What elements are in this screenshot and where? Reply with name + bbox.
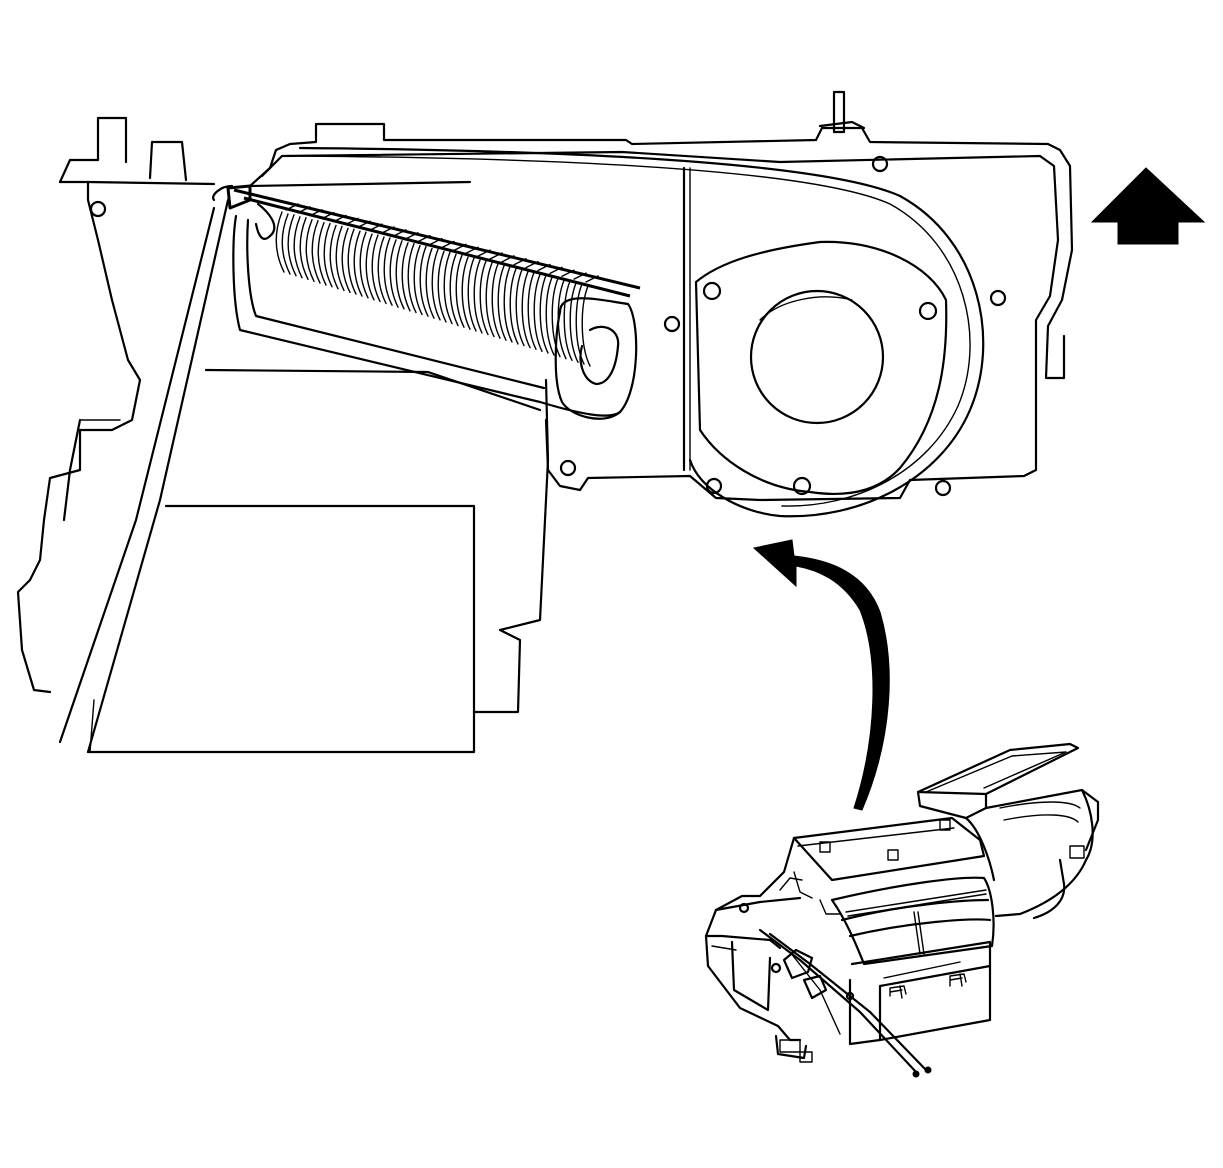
heater-core-fin-edge <box>297 206 311 214</box>
heater-core-fin <box>503 266 519 345</box>
heater-core-fin <box>575 283 591 367</box>
heater-core-fin <box>515 268 531 349</box>
screw-hole-4 <box>871 155 889 173</box>
heater-core-fin <box>491 263 507 341</box>
heater-core-fin <box>563 280 579 364</box>
heater-core-fin <box>539 274 555 356</box>
heater-core-fin <box>347 228 363 297</box>
screw-hole-6 <box>934 479 952 497</box>
heater-core-fin <box>383 237 399 308</box>
heater-core-fin-edge <box>465 246 479 254</box>
heater-core-fins <box>275 203 599 367</box>
screw-hole-1 <box>702 281 722 301</box>
heater-core-fin-edge <box>345 217 359 226</box>
heater-core-fin-edge <box>561 269 575 277</box>
screw-hole-5 <box>989 289 1007 307</box>
heater-core-fin-edge <box>453 243 467 252</box>
blower-housing <box>89 146 1007 518</box>
screw-hole-3 <box>792 476 812 496</box>
screw-hole-9 <box>559 459 577 477</box>
hvac-case-outline <box>248 90 1074 502</box>
heater-core-fin-edge <box>357 220 371 228</box>
heater-core-fin <box>323 222 339 290</box>
heater-core-fin-edge <box>429 237 443 246</box>
heater-core-fin <box>311 219 327 286</box>
heater-core-fin-edge <box>513 258 527 266</box>
heater-core-fin <box>275 211 291 275</box>
heater-core-fin-edge <box>309 209 323 217</box>
heater-core-fin-edge <box>477 249 491 257</box>
heater-core-fin-edge <box>573 272 587 280</box>
heater-core-fin-edge <box>537 263 551 272</box>
heater-core-fin <box>431 248 447 323</box>
heater-core-fin-edge <box>321 211 335 220</box>
blower-motor-opening <box>749 289 885 425</box>
heater-core-fin-edge <box>405 232 419 240</box>
heater-core-fin-edge <box>333 214 347 223</box>
heater-core-fin <box>371 234 387 305</box>
heater-core-fin-edge <box>585 275 599 283</box>
left-housing-body <box>16 116 550 754</box>
heater-core-fin <box>419 245 435 319</box>
heater-core-fin <box>359 231 375 301</box>
heater-core-fin-edge <box>441 240 455 249</box>
heater-core-fin-edge <box>525 260 539 269</box>
screw-hole-8 <box>663 315 681 333</box>
heater-core-fin <box>443 251 459 327</box>
heater-core-fin <box>395 240 411 312</box>
up-arrow-icon <box>1090 167 1206 245</box>
screw-hole-7 <box>705 477 723 495</box>
heater-core-fin <box>479 260 495 338</box>
heater-core-fin-edge <box>369 223 383 231</box>
heater-core-fin <box>467 257 483 334</box>
heater-core-fin-edge <box>417 234 431 243</box>
heater-core-fin <box>455 254 471 330</box>
heater-core-fin-edge <box>381 226 395 234</box>
heater-core-fin-edge <box>549 266 563 275</box>
hvac-module-locator-view <box>704 742 1100 1078</box>
heater-core-fin-edge <box>501 255 515 263</box>
heater-core-fin <box>527 271 543 352</box>
heater-core-fin-edge <box>393 229 407 237</box>
heater-core <box>212 184 641 420</box>
heater-core-fin <box>407 242 423 316</box>
screw-hole-10 <box>89 200 107 218</box>
heater-core-fin-edge <box>489 252 503 260</box>
screw-hole-2 <box>918 301 938 321</box>
heater-core-fin-edge <box>285 203 299 211</box>
heater-core-fin <box>299 217 315 283</box>
curved-arrow-icon <box>752 539 890 811</box>
heater-core-fin <box>287 214 303 279</box>
heater-core-fin <box>335 225 351 294</box>
